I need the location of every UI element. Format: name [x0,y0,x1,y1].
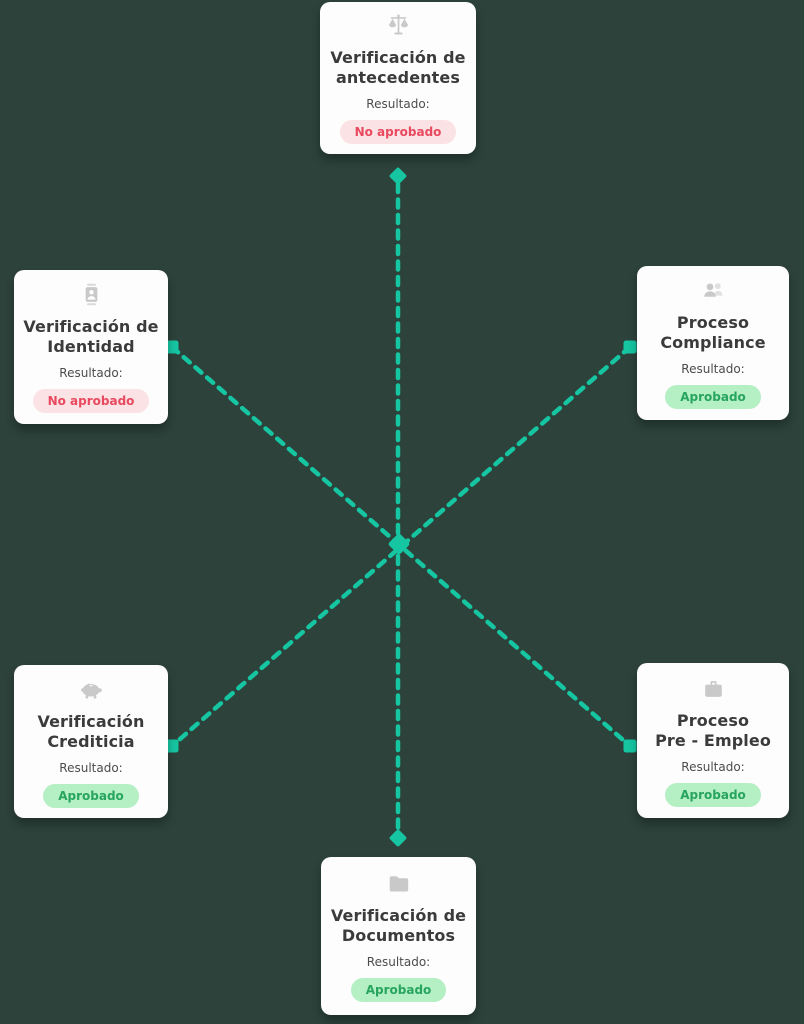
result-label: Resultado: [681,362,745,376]
endpoint-square-left-upper [165,340,179,354]
node-title: Verificación Crediticia [37,711,145,751]
result-label: Resultado: [59,760,123,775]
node-verificacion-identidad[interactable]: Verificación de Identidad Resultado: No … [14,270,168,424]
endpoint-square-right-lower [623,739,637,753]
id-badge-icon [78,281,105,308]
briefcase-icon [700,675,727,702]
status-badge: Aprobado [665,385,761,409]
node-verificacion-documentos[interactable]: Verificación de Documentos Resultado: Ap… [321,857,476,1015]
node-verificacion-antecedentes[interactable]: Verificación de antecedentes Resultado: … [320,2,476,154]
result-label: Resultado: [366,97,430,111]
node-title: Verificación de Identidad [23,317,159,356]
status-badge: Aprobado [350,978,447,1002]
result-label: Resultado: [59,366,123,380]
piggy-bank-icon [76,676,106,703]
status-badge: No aprobado [32,389,150,413]
status-badge: Aprobado [43,783,139,808]
node-title: Verificación de antecedentes [330,48,466,87]
node-proceso-pre-empleo[interactable]: Proceso Pre - Empleo Resultado: Aprobado [637,663,789,818]
result-label: Resultado: [366,955,431,969]
people-icon [700,277,727,304]
endpoint-square-left-lower [165,739,179,753]
status-badge: No aprobado [339,120,457,144]
folder-icon [385,870,412,897]
node-verificacion-crediticia[interactable]: Verificación Crediticia Resultado: Aprob… [14,665,168,818]
status-badge: Aprobado [665,782,761,807]
scales-icon [385,12,412,39]
result-label: Resultado: [681,759,745,774]
node-title: Proceso Pre - Empleo [655,710,771,750]
node-proceso-compliance[interactable]: Proceso Compliance Resultado: Aprobado [637,266,789,420]
center-hub-diamond [388,533,410,555]
endpoint-diamond-top [389,167,407,185]
endpoint-diamond-bottom [389,829,407,847]
endpoint-square-right-upper [623,340,637,354]
node-title: Proceso Compliance [660,313,766,352]
node-title: Verificación de Documentos [330,906,467,945]
